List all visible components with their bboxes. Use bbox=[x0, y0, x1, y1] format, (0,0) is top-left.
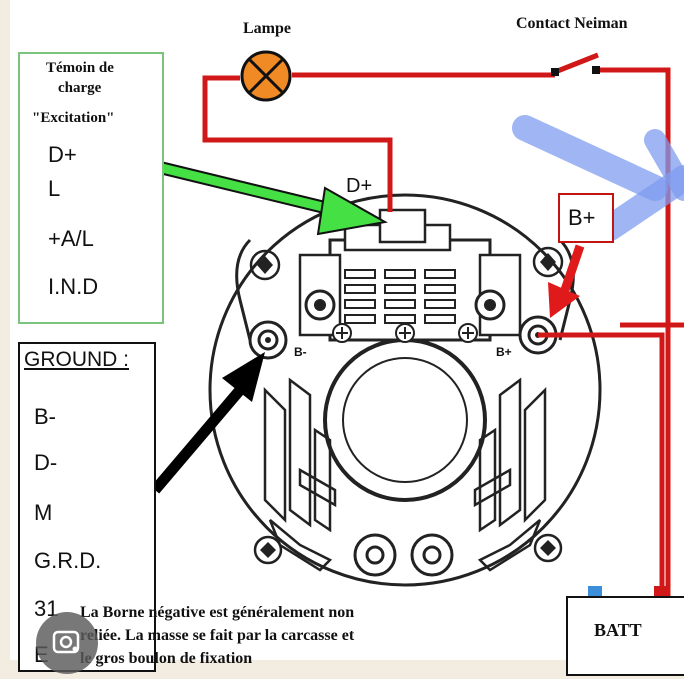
battery-box: BATT bbox=[566, 596, 684, 676]
battery-label: BATT bbox=[594, 620, 642, 640]
ground-item-grd: G.R.D. bbox=[34, 548, 102, 573]
housing-lug-left bbox=[235, 238, 252, 341]
contact-neiman-label: Contact Neiman bbox=[516, 15, 628, 32]
ground-box-title: GROUND : bbox=[24, 348, 129, 371]
screw-left bbox=[332, 323, 352, 343]
lens-button[interactable] bbox=[36, 612, 98, 674]
battery-terminal-negative bbox=[588, 586, 602, 596]
rotor-hub bbox=[323, 338, 487, 502]
alternator-diagram bbox=[150, 50, 684, 596]
d-plus-connector bbox=[378, 208, 427, 244]
rotor-hub-inner bbox=[342, 357, 468, 483]
lamp-label: Lampe bbox=[243, 20, 291, 37]
b-plus-box-label: B+ bbox=[568, 205, 596, 230]
screw-right bbox=[458, 323, 478, 343]
wire-b-plus-to-battery bbox=[538, 332, 665, 596]
d-plus-connector-label: D+ bbox=[346, 175, 373, 197]
ground-item-b-minus: B- bbox=[34, 404, 56, 429]
charge-box-title-line2: charge bbox=[58, 80, 102, 96]
arrow-black bbox=[150, 352, 265, 494]
alternator-body bbox=[208, 193, 602, 587]
red-wiring bbox=[202, 67, 684, 596]
fan-holes bbox=[353, 533, 454, 577]
ground-box: GROUND : B- D- M G.R.D. 31 E bbox=[18, 342, 156, 672]
charge-indicator-box: Témoin de charge "Excitation" D+ L +A/L … bbox=[18, 52, 164, 324]
charge-item-ind: I.N.D bbox=[48, 274, 99, 299]
b-plus-terminal-label: B+ bbox=[496, 345, 512, 359]
blue-scribble bbox=[512, 115, 684, 241]
mount-right bbox=[532, 246, 564, 278]
arrow-green bbox=[160, 161, 388, 236]
ground-item-d-minus: D- bbox=[34, 450, 58, 475]
note-line3: le gros boulon de fixation bbox=[80, 650, 253, 667]
regulator-block bbox=[298, 208, 522, 342]
charge-box-title-line1: Témoin de bbox=[46, 60, 114, 76]
note-line2: reliée. La masse se fait par la carcasse… bbox=[80, 627, 355, 644]
charge-item-l: L bbox=[48, 176, 61, 201]
charge-item-d-plus: D+ bbox=[48, 142, 77, 167]
cooling-fins-right bbox=[473, 377, 547, 572]
b-plus-box: B+ bbox=[558, 193, 614, 243]
lens-icon bbox=[52, 630, 80, 654]
note-line1: La Borne négative est généralement non bbox=[80, 604, 355, 621]
lamp-icon bbox=[240, 50, 292, 102]
arrow-red bbox=[548, 244, 585, 318]
switch-icon bbox=[551, 52, 600, 76]
ground-item-m: M bbox=[34, 500, 53, 525]
terminal-b-minus bbox=[248, 320, 288, 360]
alternator-housing bbox=[208, 193, 602, 587]
wire-switch-to-battery bbox=[598, 67, 671, 596]
screw-mid bbox=[395, 323, 415, 343]
bolt-top-right bbox=[474, 289, 506, 321]
bolt-top-left bbox=[304, 289, 336, 321]
mount-bottom-left bbox=[253, 535, 283, 565]
mount-left bbox=[249, 249, 281, 281]
b-minus-terminal-label: B- bbox=[294, 345, 307, 359]
mount-bottom-right bbox=[533, 533, 563, 563]
charge-item-a-l: +A/L bbox=[48, 226, 94, 251]
battery-terminal-positive bbox=[654, 586, 668, 596]
wire-d-plus-to-lamp bbox=[202, 75, 393, 212]
diagram-stage: Lampe Contact Neiman D+ B- B+ Témoin de … bbox=[10, 0, 684, 676]
charge-box-subtitle: "Excitation" bbox=[32, 110, 115, 126]
